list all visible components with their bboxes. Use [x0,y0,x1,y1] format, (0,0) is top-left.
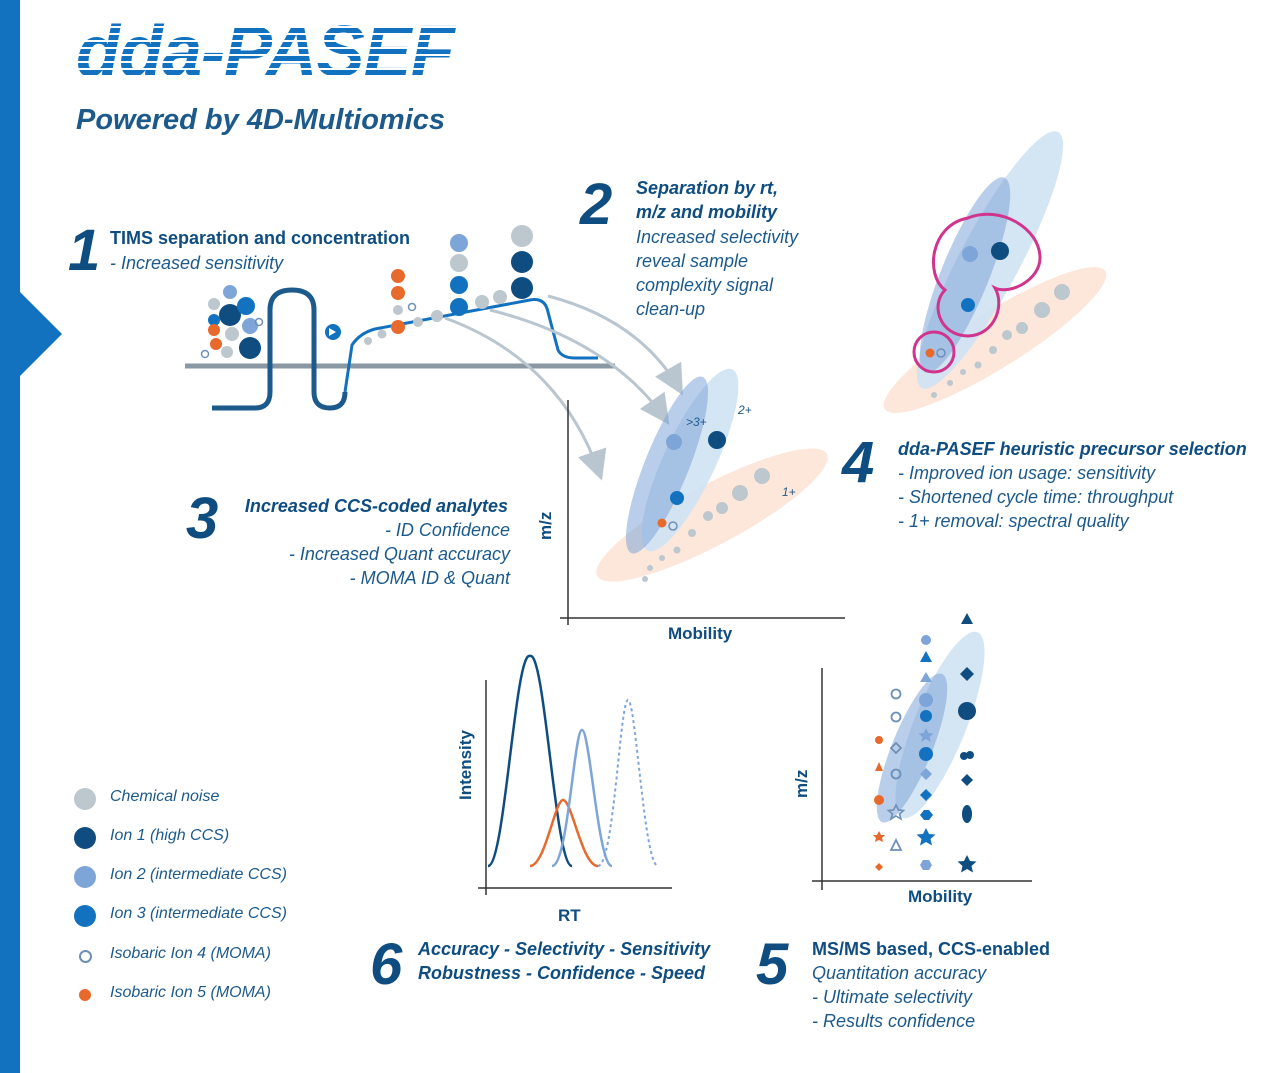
legend-label: Chemical noise [110,788,220,805]
rt-chromatogram [478,654,672,895]
step2-desc-3: complexity signal [636,275,774,295]
step2-title-line1: Separation by rt, [636,178,779,198]
rt-plot-ylabel: Intensity [456,730,475,800]
step1-bullet: - Increased sensitivity [110,253,284,273]
mz-mobility-xlabel: Mobility [668,624,733,643]
legend-label: Isobaric Ion 4 (MOMA) [110,945,271,962]
step4-bullet-3: - 1+ removal: spectral quality [898,511,1129,531]
legend-label: Ion 1 (high CCS) [110,827,230,844]
legend-dot [74,788,96,810]
step3-bullet-2: - Increased Quant accuracy [288,544,510,564]
step6-number: 6 [370,932,403,997]
step4-bullet-2: - Shortened cycle time: throughput [898,487,1174,507]
charge-label-2plus: 2+ [738,403,752,417]
step5-title: MS/MS based, CCS-enabled [812,939,1051,959]
step2-title-line2: m/z and mobility [636,202,778,222]
legend-dot [79,989,91,1001]
step1-number: 1 [68,218,101,283]
charge-label-1plus: 1+ [782,485,796,499]
step5-bullet-3: - Results confidence [812,1011,976,1031]
step5-bullet-2: - Ultimate selectivity [812,987,973,1007]
legend-label: Isobaric Ion 5 (MOMA) [110,984,271,1001]
legend-label: Ion 3 (intermediate CCS) [110,905,287,922]
step3-bullet-1: - ID Confidence [384,520,510,540]
page-subtitle: Powered by 4D-Multiomics [76,104,446,136]
charge-label-3plus: >3+ [686,415,707,429]
step5-bullet-1: Quantitation accuracy [812,963,987,983]
step4-bullet-1: - Improved ion usage: sensitivity [898,463,1156,483]
legend-dot [74,905,96,927]
step3-title: Increased CCS-coded analytes [244,496,508,516]
step2-desc-1: Increased selectivity [636,227,799,247]
flow-arrows [444,294,683,481]
step3-bullet-3: - MOMA ID & Quant [349,568,510,588]
left-arrow-marker [20,292,62,376]
symbol-plot-xlabel: Mobility [908,887,973,906]
rt-plot-xlabel: RT [558,906,581,925]
step6-line2: Robustness - Confidence - Speed [418,963,706,983]
left-brand-bar [0,0,20,1073]
step6-line1: Accuracy - Selectivity - Sensitivity [418,939,711,959]
tims-device-illustration [185,225,615,411]
mz-mobility-ylabel: m/z [536,511,555,540]
step3-number: 3 [186,486,219,551]
precursor-selection-plot [883,131,1107,413]
legend-dot [78,949,92,963]
step2-desc-4: clean-up [636,299,706,319]
mz-mobility-plot [560,368,845,625]
symbol-plot-ylabel: m/z [792,769,811,798]
step5-number: 5 [756,932,789,997]
step4-number: 4 [842,430,875,495]
legend-dot [74,866,96,888]
step2-desc-2: reveal sample [636,251,749,271]
legend-dot [74,827,96,849]
mz-mobility-symbol-plot [812,613,1032,890]
step4-title: dda-PASEF heuristic precursor selection [898,439,1247,459]
legend-label: Ion 2 (intermediate CCS) [110,866,287,883]
step2-number: 2 [580,172,613,237]
step1-title: TIMS separation and concentration [110,228,411,248]
